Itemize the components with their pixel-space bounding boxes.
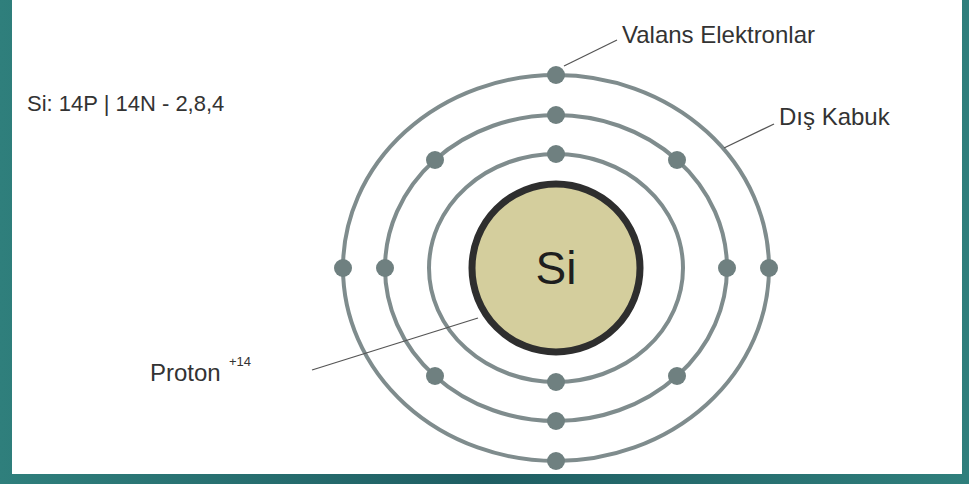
label-holder: Si: 14P | 14N - 2,8,4 — [27, 92, 224, 116]
leader-line — [312, 318, 478, 370]
electron-shell — [429, 154, 683, 382]
electron-dot — [376, 259, 394, 277]
electron-dot — [547, 373, 565, 391]
label-holder: Proton — [150, 360, 221, 386]
text-label: Dış Kabuk — [779, 104, 890, 130]
element-symbol: Si — [536, 243, 577, 294]
electron-dot — [426, 367, 444, 385]
electron-dot — [718, 259, 736, 277]
leader-line — [564, 40, 617, 66]
leader-line — [724, 124, 774, 148]
text-label: Si: 14P | 14N - 2,8,4 — [27, 92, 224, 116]
valence-electron — [334, 259, 352, 277]
electron-dot — [547, 412, 565, 430]
electron-dot — [426, 151, 444, 169]
electron-shell — [385, 115, 727, 421]
nucleus-shape — [472, 184, 640, 352]
valence-electron — [760, 259, 778, 277]
label-holder: Valans Elektronlar — [622, 22, 815, 48]
electron-dot — [668, 367, 686, 385]
electron-dot — [668, 151, 686, 169]
valence-electron — [547, 452, 565, 470]
label-holder: +14 — [229, 352, 251, 370]
superscript-label: +14 — [229, 355, 251, 369]
label-holder: Dış Kabuk — [779, 104, 890, 130]
text-label: Valans Elektronlar — [622, 22, 815, 48]
outer-shell — [343, 75, 769, 461]
electron-dot — [547, 145, 565, 163]
electron-dot — [547, 106, 565, 124]
nucleus-circle: Si — [468, 180, 644, 356]
valence-electron — [547, 66, 565, 84]
text-label: Proton — [150, 360, 221, 386]
